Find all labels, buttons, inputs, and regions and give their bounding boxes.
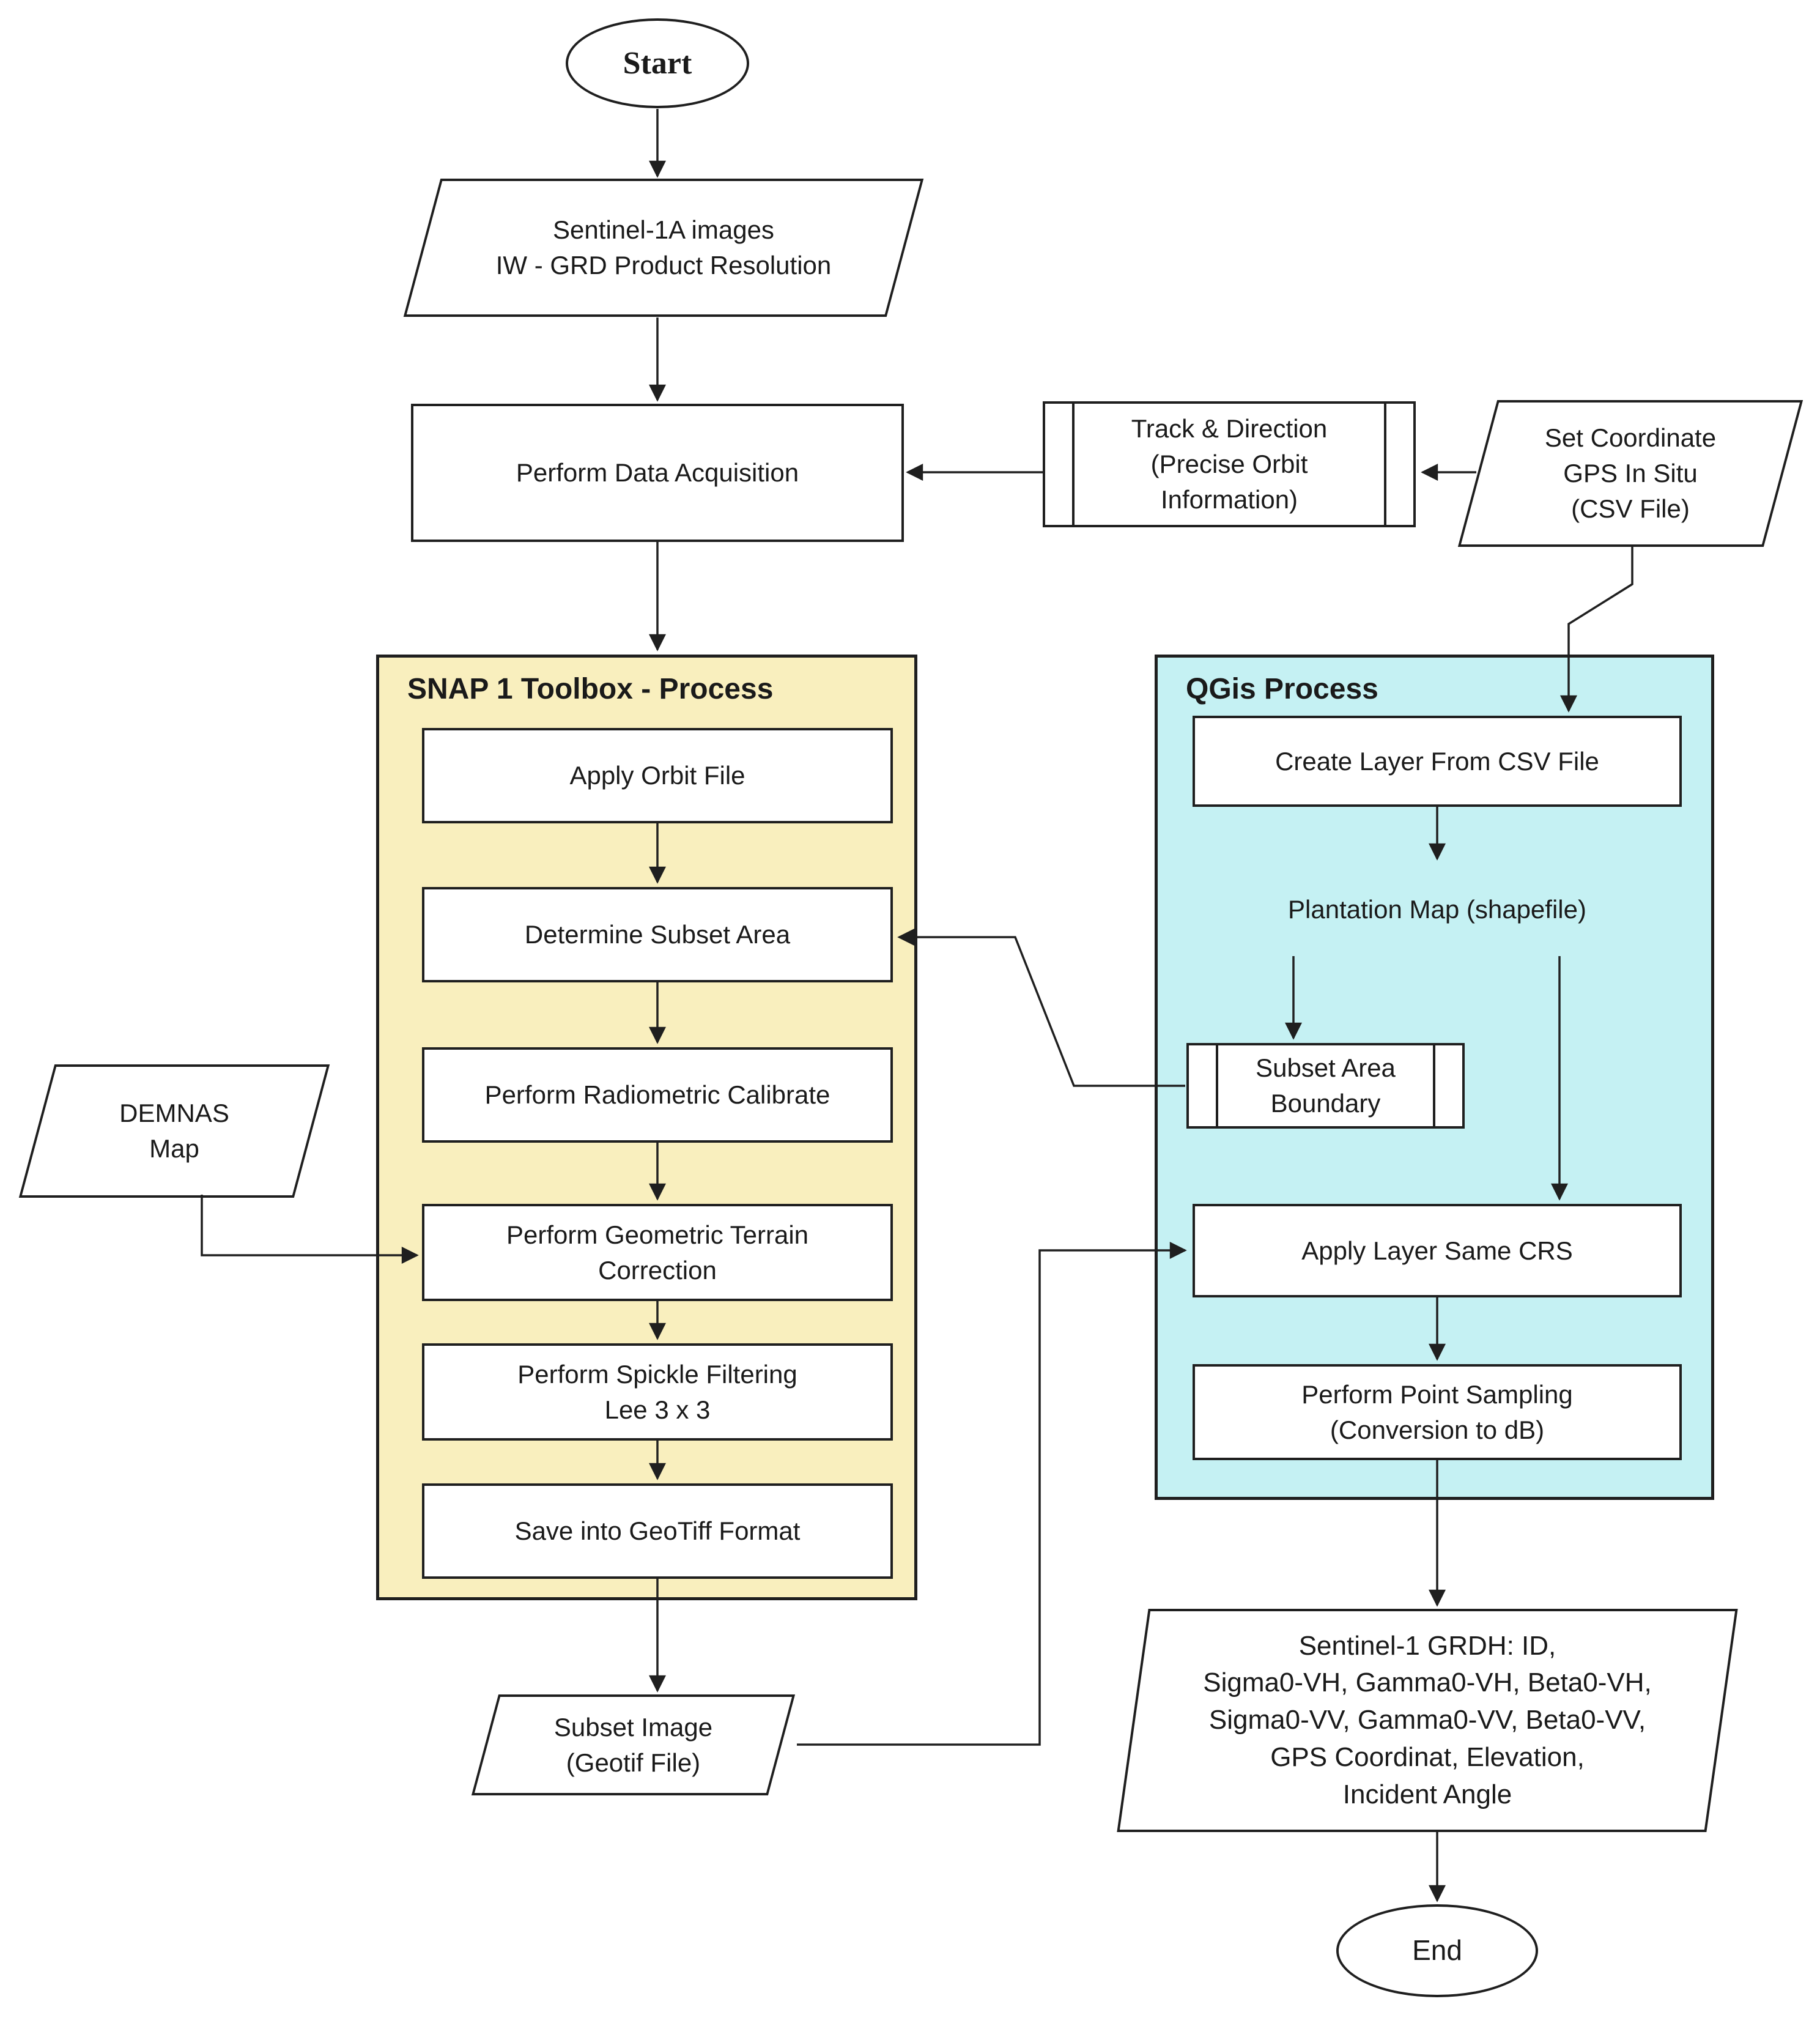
spickle-filtering-label: Perform Spickle Filtering Lee 3 x 3: [517, 1359, 797, 1424]
point-sampling-process: Perform Point Sampling (Conversion to dB…: [1193, 1364, 1682, 1460]
set-coordinate-label: Set Coordinate GPS In Situ (CSV File): [1544, 423, 1717, 523]
sentinel-input-label: Sentinel-1A images IW - GRD Product Reso…: [495, 215, 832, 280]
end-terminator: End: [1336, 1904, 1538, 1997]
plantation-map-parallelogram: Plantation Map (shapefile): [1162, 863, 1712, 956]
apply-orbit-label: Apply Orbit File: [569, 761, 745, 790]
create-layer-label: Create Layer From CSV File: [1275, 746, 1599, 776]
end-label: End: [1412, 1934, 1462, 1967]
apply-crs-label: Apply Layer Same CRS: [1301, 1236, 1573, 1265]
set-coordinate-parallelogram: Set Coordinate GPS In Situ (CSV File): [1457, 400, 1803, 547]
start-terminator: Start: [566, 18, 749, 108]
edge-boundary-determine: [897, 929, 1185, 1087]
radiometric-calibrate-process: Perform Radiometric Calibrate: [422, 1047, 893, 1143]
qgis-container-title: QGis Process: [1186, 673, 1378, 705]
point-sampling-label: Perform Point Sampling (Conversion to dB…: [1301, 1379, 1573, 1444]
sentinel-input-parallelogram: Sentinel-1A images IW - GRD Product Reso…: [403, 179, 924, 317]
subset-boundary-predefined-process: Subset Area Boundary: [1186, 1043, 1465, 1129]
snap-container-title: SNAP 1 Toolbox - Process: [407, 673, 774, 705]
data-acquisition-label: Perform Data Acquisition: [516, 458, 799, 488]
geometric-correction-process: Perform Geometric Terrain Correction: [422, 1204, 893, 1301]
start-label: Start: [623, 45, 692, 81]
track-direction-label: Track & Direction (Precise Orbit Informa…: [1131, 414, 1328, 514]
determine-subset-process: Determine Subset Area: [422, 887, 893, 982]
subset-image-label: Subset Image (Geotif File): [553, 1712, 713, 1777]
edge-demnas-geometric: [201, 1195, 419, 1264]
data-acquisition-process: Perform Data Acquisition: [411, 404, 904, 542]
output-data-parallelogram: Sentinel-1 GRDH: ID, Sigma0-VH, Gamma0-V…: [1114, 1609, 1740, 1832]
apply-orbit-process: Apply Orbit File: [422, 728, 893, 823]
geometric-correction-label: Perform Geometric Terrain Correction: [506, 1220, 809, 1285]
edge-subsetimage-applycrs: [797, 1242, 1187, 1746]
demnas-map-label: DEMNAS Map: [119, 1099, 229, 1163]
radiometric-calibrate-label: Perform Radiometric Calibrate: [484, 1080, 830, 1110]
edge-setcoord-createlayer: [1560, 546, 1633, 713]
save-geotiff-label: Save into GeoTiff Format: [514, 1516, 801, 1546]
plantation-map-label: Plantation Map (shapefile): [1288, 894, 1586, 924]
apply-crs-process: Apply Layer Same CRS: [1193, 1204, 1682, 1297]
demnas-map-parallelogram: DEMNAS Map: [18, 1064, 330, 1198]
create-layer-process: Create Layer From CSV File: [1193, 716, 1682, 807]
subset-image-parallelogram: Subset Image (Geotif File): [467, 1694, 800, 1795]
output-data-label: Sentinel-1 GRDH: ID, Sigma0-VH, Gamma0-V…: [1203, 1630, 1652, 1809]
save-geotiff-process: Save into GeoTiff Format: [422, 1483, 893, 1579]
subset-boundary-label: Subset Area Boundary: [1256, 1053, 1396, 1118]
track-direction-predefined-process: Track & Direction (Precise Orbit Informa…: [1043, 401, 1416, 527]
spickle-filtering-process: Perform Spickle Filtering Lee 3 x 3: [422, 1343, 893, 1441]
determine-subset-label: Determine Subset Area: [524, 920, 791, 949]
